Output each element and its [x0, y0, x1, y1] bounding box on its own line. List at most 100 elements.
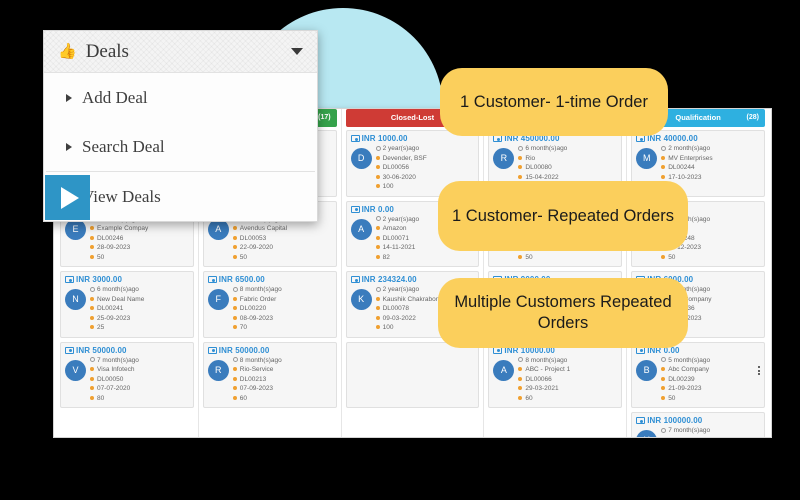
bullet-icon — [661, 155, 666, 160]
deal-date-text: 07-07-2020 — [97, 385, 131, 392]
deal-amount-text: INR 100000.00 — [647, 416, 703, 425]
deal-age: 7 month(s)ago — [90, 356, 189, 366]
deal-score: 50 — [661, 394, 760, 404]
bullet-icon — [375, 235, 380, 240]
deal-age-text: 8 month(s)ago — [239, 286, 282, 293]
deal-id: DL00050 — [90, 375, 189, 385]
deal-age: 2 year(s)ago — [375, 285, 475, 295]
deal-age-text: 2 year(s)ago — [382, 286, 420, 293]
deal-id-text: DL00080 — [525, 164, 552, 171]
deal-score: 80 — [90, 394, 189, 404]
callout-text: Multiple Customers Repeated Orders — [454, 293, 672, 332]
bullet-icon — [375, 226, 380, 230]
chevron-down-icon[interactable] — [291, 48, 303, 55]
deal-amount-text: INR 1000.00 — [361, 134, 408, 143]
deal-score: 50 — [661, 253, 760, 263]
deal-company: Rio-Service — [232, 365, 332, 375]
menu-item-view-deals[interactable]: View Deals — [44, 172, 317, 221]
deal-id: DL00239 — [661, 375, 760, 385]
deal-age: 2 year(s)ago — [375, 144, 475, 154]
deal-id-text: DL00241 — [97, 305, 124, 312]
deal-date-text: 15-04-2022 — [525, 173, 559, 181]
deal-date-text: 21-09-2023 — [668, 385, 702, 392]
deal-id-text: DL00078 — [382, 305, 409, 312]
bullet-icon — [661, 438, 665, 439]
avatar: A — [350, 218, 372, 240]
avatar: R — [207, 359, 229, 381]
deal-amount-text: INR 50000.00 — [76, 345, 127, 355]
deal-score: 50 — [518, 253, 617, 263]
deal-id-text: DL00050 — [97, 375, 124, 383]
deal-score-text: 50 — [525, 253, 533, 261]
deal-age-text: 7 month(s)ago — [668, 427, 711, 434]
deal-age: 8 month(s)ago — [232, 285, 332, 295]
deal-amount-text: INR 10000.00 — [504, 345, 555, 355]
money-icon — [350, 205, 360, 213]
deal-company-text: Rio — [525, 154, 536, 162]
deal-score-text: 60 — [525, 394, 533, 402]
deal-age: 2 year(s)ago — [375, 215, 475, 225]
deal-date: 25-09-2023 — [90, 314, 189, 324]
deal-company: Fabric Order — [232, 295, 332, 305]
menu-item-label: View Deals — [82, 186, 161, 206]
avatar: R — [493, 148, 515, 169]
deal-age-text: 2 year(s)ago — [382, 145, 420, 152]
bullet-icon — [90, 226, 94, 230]
deal-date-text: 30-06-2020 — [382, 173, 416, 181]
bullet-icon — [661, 395, 666, 400]
deals-dropdown-header[interactable]: 👍 Deals — [44, 31, 317, 73]
deal-company: ABC - Project 1 — [518, 365, 617, 375]
deal-company: Avendus Capital — [232, 224, 332, 234]
deal-age: 6 month(s)ago — [518, 144, 617, 154]
deal-date-text: 08-09-2023 — [239, 314, 274, 322]
bullet-icon — [375, 245, 380, 249]
menu-item-search-deal[interactable]: Search Deal — [44, 122, 317, 171]
clock-icon — [661, 357, 667, 362]
menu-item-label: Add Deal — [82, 87, 148, 107]
deal-amount-text: INR 0.00 — [361, 204, 394, 214]
bullet-icon — [90, 296, 94, 301]
callout-one-customer-one-time: 1 Customer- 1-time Order — [440, 68, 668, 136]
deal-age-text: 8 month(s)ago — [525, 356, 568, 364]
deal-date: 30-06-2020 — [375, 173, 475, 183]
deal-score-text: 70 — [239, 324, 248, 331]
thumbs-up-icon: 👍 — [58, 43, 77, 60]
clock-icon — [90, 286, 95, 292]
column-title: Qualification — [675, 113, 721, 122]
bullet-icon — [661, 165, 666, 169]
caret-right-icon — [66, 142, 72, 151]
deal-date-text: 25-09-2023 — [97, 314, 131, 322]
bullet-icon — [375, 325, 380, 329]
deal-card-body — [351, 356, 475, 404]
deal-card[interactable]: INR 100000.00H7 month(s)agoHonda CoDL002… — [631, 412, 765, 439]
deal-card[interactable] — [345, 341, 480, 408]
menu-item-add-deal[interactable]: Add Deal — [44, 73, 317, 122]
money-icon — [207, 346, 217, 354]
bullet-icon — [661, 367, 666, 371]
deal-score-text: 100 — [382, 183, 394, 190]
deal-company: New Deal Name — [90, 295, 189, 305]
deal-age-text: 7 month(s)ago — [97, 356, 139, 364]
deal-company-text: Example Compay — [97, 225, 149, 232]
play-button[interactable] — [45, 175, 90, 220]
bullet-icon — [518, 386, 523, 390]
deal-card-body: H7 month(s)agoHonda CoDL0024309-10-20233… — [636, 426, 760, 439]
deal-id: DL00053 — [232, 234, 332, 244]
deal-id-text: DL00239 — [668, 375, 695, 383]
deal-company-text: Devender, BSF — [382, 154, 427, 162]
card-menu-icon[interactable] — [758, 365, 761, 377]
bullet-icon — [661, 254, 666, 259]
